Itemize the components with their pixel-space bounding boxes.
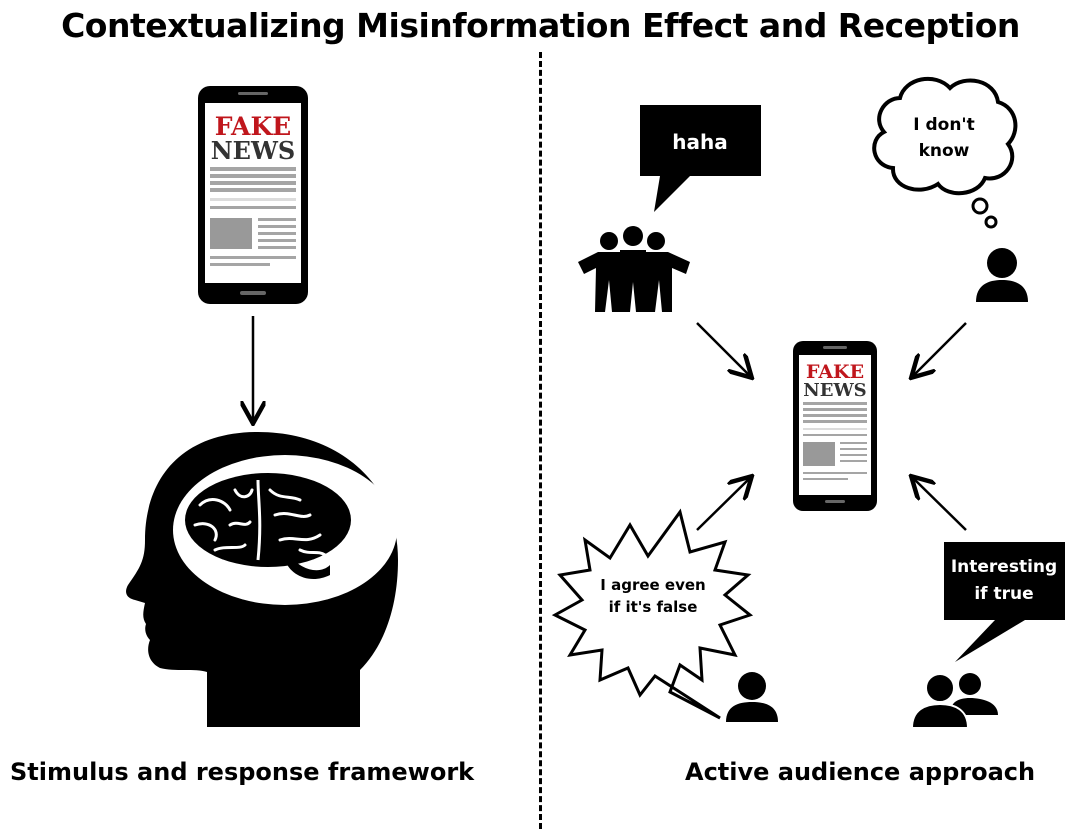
dashed-divider [539, 52, 542, 829]
brain-head-icon [126, 432, 398, 727]
diagram-title: Contextualizing Misinformation Effect an… [61, 6, 1020, 45]
agree-text-line1: I agree even [600, 576, 705, 594]
phone-news-label: NEWS [211, 136, 296, 165]
interesting-text-line2: if true [974, 584, 1033, 604]
dont-know-text-line2: know [919, 141, 970, 161]
arrow-person-to-phone [913, 322, 967, 376]
arrow-interesting-to-phone [913, 478, 967, 531]
phone-fake-label: FAKE [215, 112, 291, 141]
center-phone-news-label: NEWS [803, 380, 866, 401]
smartphone-icon-center: FAKE NEWS [793, 341, 877, 511]
interesting-text-line1: Interesting [951, 557, 1057, 577]
friends-group-icon [578, 226, 690, 312]
agree-spiky-bubble: I agree even if it's false [551, 508, 754, 720]
left-caption: Stimulus and response framework [10, 758, 475, 786]
two-people-icon [910, 673, 998, 729]
person-icon-top-right [976, 248, 1028, 302]
arrow-friends-to-phone [696, 322, 750, 376]
arrow-agree-to-phone [696, 478, 750, 531]
right-caption: Active audience approach [685, 758, 1036, 786]
center-phone-fake-label: FAKE [806, 361, 864, 383]
person-icon-bottom [726, 672, 778, 722]
dont-know-text-line1: I don't [913, 115, 975, 135]
dont-know-thought-cloud: I don't know [872, 77, 1018, 229]
interesting-speech-bubble: Interesting if true [944, 542, 1065, 662]
haha-bubble-text: haha [672, 130, 727, 154]
smartphone-icon-left: FAKE NEWS [198, 86, 308, 304]
haha-speech-bubble: haha [640, 105, 761, 212]
agree-text-line2: if it's false [609, 598, 698, 616]
